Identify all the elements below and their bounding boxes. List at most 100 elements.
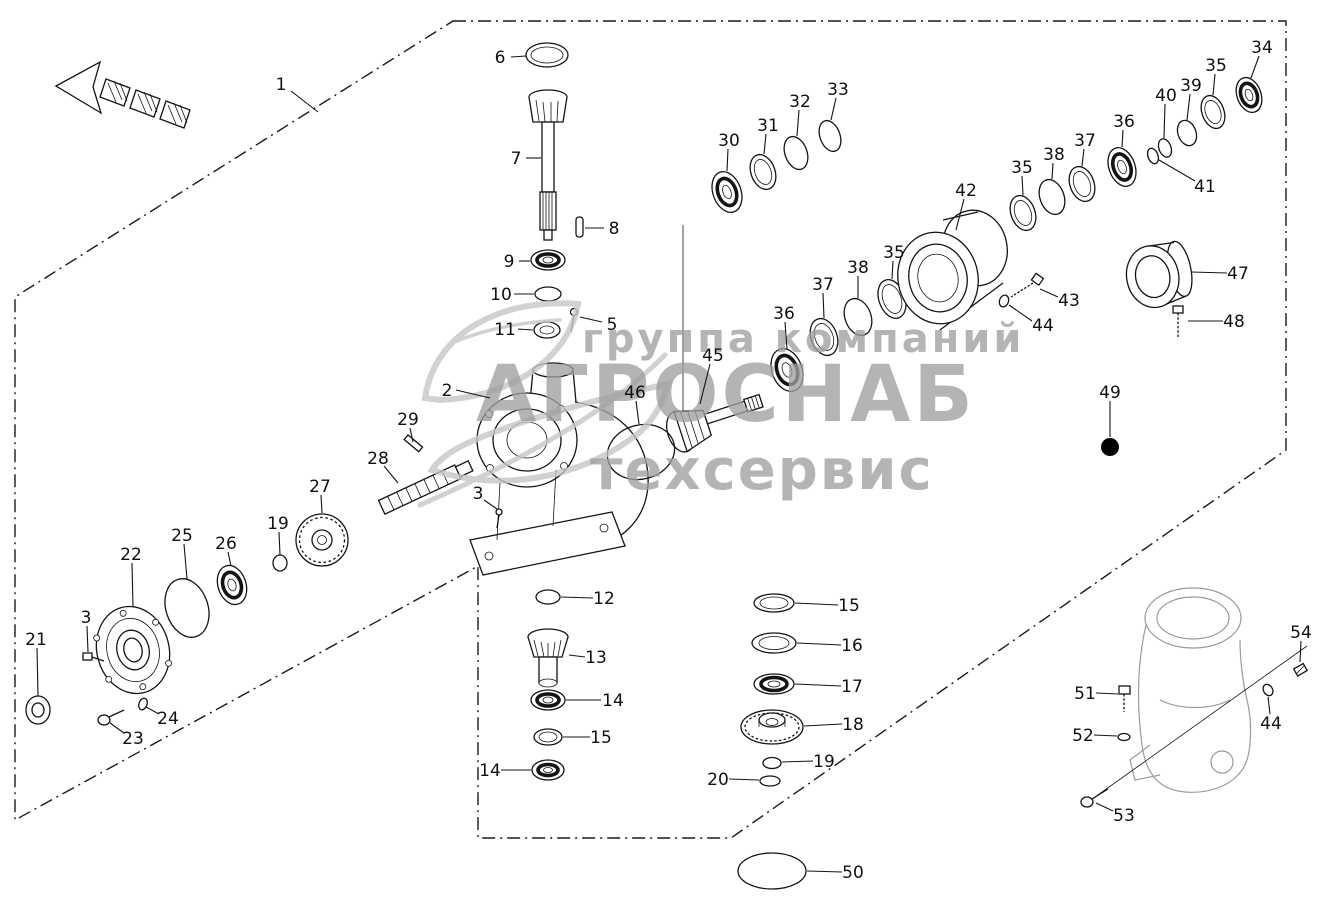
part-spline-shaft-28	[377, 460, 474, 515]
callout-leader-line	[409, 427, 414, 443]
callout-label: 6	[495, 48, 506, 68]
callout-label: 47	[1227, 264, 1249, 284]
callout-31: 31	[757, 116, 779, 155]
callout-label: 35	[883, 243, 905, 263]
callout-leader-line	[227, 551, 232, 567]
part-bolt-48	[1172, 305, 1184, 338]
callout-leader-line	[131, 562, 134, 608]
part-drum-42	[897, 209, 1008, 331]
callout-36: 36	[1113, 112, 1135, 148]
part-bolt-43	[1010, 272, 1045, 298]
part-cup-47	[1125, 240, 1193, 309]
callout-25: 25	[171, 526, 193, 580]
callout-label: 12	[593, 589, 615, 609]
callout-35: 35	[1205, 56, 1227, 96]
callout-leader-line	[1212, 73, 1216, 96]
part-ring-20	[759, 775, 781, 787]
part-bearing-36a	[770, 348, 804, 392]
callout-label: 29	[397, 410, 419, 430]
callout-49: 49	[1099, 383, 1121, 437]
callout-15: 15	[563, 728, 612, 748]
callout-48: 48	[1188, 312, 1245, 332]
callout-2: 2	[442, 381, 491, 401]
callout-21: 21	[25, 630, 47, 697]
part-bearing-14a	[530, 689, 566, 711]
callout-label: 14	[602, 691, 624, 711]
callout-37: 37	[812, 275, 834, 319]
callout-label: 42	[955, 181, 977, 201]
callout-9: 9	[504, 252, 530, 272]
callout-leader-line	[830, 97, 837, 121]
callout-leader-line	[1250, 55, 1260, 79]
callout-label: 35	[1205, 56, 1227, 76]
part-oring-46	[606, 423, 676, 481]
callout-label: 25	[171, 526, 193, 546]
callout-label: 1	[276, 75, 287, 95]
callout-leader-line	[955, 198, 965, 231]
callout-label: 30	[718, 131, 740, 151]
callout-leader-line	[822, 292, 825, 319]
callout-leader-line	[1121, 129, 1124, 148]
callout-leader-line	[1008, 304, 1033, 322]
part-input-shaft-7	[528, 89, 568, 241]
callout-leader-line	[320, 494, 323, 514]
part-bearing-36c	[1107, 147, 1137, 187]
part-ring-15a	[533, 728, 563, 746]
callout-label: 51	[1074, 684, 1096, 704]
part-bearing-30	[711, 171, 743, 213]
callout-label: 14	[479, 761, 501, 781]
callout-label: 35	[1011, 158, 1033, 178]
part-key-8	[575, 216, 584, 238]
part-nut-54	[1292, 662, 1309, 677]
callout-leader-line	[36, 647, 39, 697]
part-ring-38c	[1038, 178, 1066, 216]
callout-39: 39	[1180, 76, 1202, 121]
callout-label: 46	[624, 383, 646, 403]
part-pin-29	[403, 434, 424, 453]
callout-leader-line	[560, 596, 594, 599]
callout-leader-line	[1095, 802, 1114, 812]
callout-label: 28	[367, 449, 389, 469]
callout-label: 54	[1290, 623, 1312, 643]
callout-label: 44	[1260, 714, 1282, 734]
callout-37: 37	[1074, 131, 1096, 167]
callout-35: 35	[1011, 158, 1033, 196]
callout-leader-line	[803, 723, 843, 727]
callout-leader-line	[891, 260, 894, 280]
callout-label: 52	[1072, 726, 1094, 746]
callout-43: 43	[1039, 288, 1080, 311]
callout-label: 36	[1113, 112, 1135, 132]
callout-label: 21	[25, 630, 47, 650]
part-bearing-17	[753, 673, 795, 695]
callout-label: 33	[827, 80, 849, 100]
callout-41: 41	[1158, 159, 1216, 197]
callout-label: 38	[1043, 145, 1065, 165]
callout-6: 6	[495, 48, 527, 68]
callout-leader-line	[1093, 734, 1118, 737]
part-pinion-45	[666, 393, 764, 453]
callout-leader-line	[483, 499, 498, 510]
callout-26: 26	[215, 534, 237, 567]
callout-leader-line	[1163, 103, 1166, 139]
part-snap-ring-12	[535, 589, 561, 605]
callout-leader-line	[728, 778, 760, 781]
callout-leader-line	[568, 654, 586, 658]
callout-44: 44	[1260, 696, 1282, 734]
callout-label: 38	[847, 258, 869, 278]
callout-leader-line	[1158, 159, 1196, 182]
callout-12: 12	[560, 589, 615, 609]
callout-label: 19	[813, 752, 835, 772]
callout-label: 9	[504, 252, 515, 272]
part-snap-ring-33	[818, 119, 842, 153]
callout-leader-line	[1186, 93, 1191, 121]
callout-leader-line	[784, 321, 788, 350]
callout-label: 20	[707, 770, 729, 790]
callout-label: 22	[120, 545, 142, 565]
callout-8: 8	[585, 219, 619, 239]
callout-14: 14	[566, 691, 624, 711]
diagram-frame	[14, 20, 1287, 839]
callout-leader-line	[383, 465, 399, 484]
part-bearing-9	[530, 249, 566, 271]
